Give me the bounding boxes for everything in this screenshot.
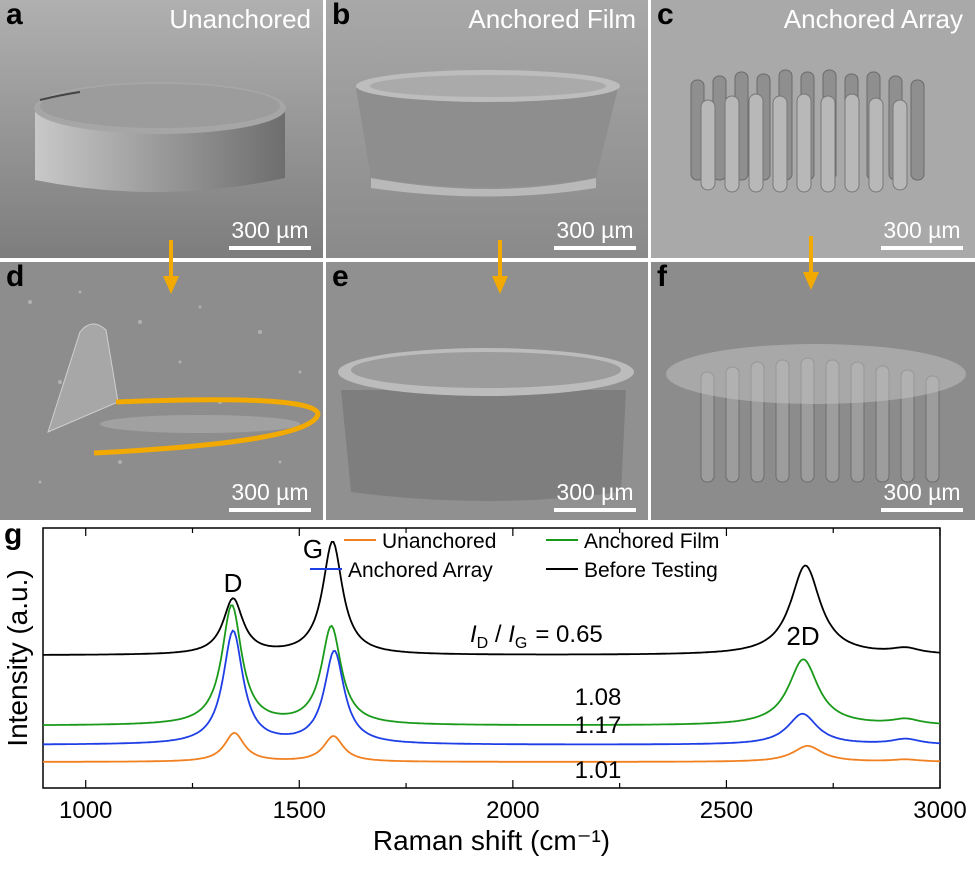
series-line-anchored-film	[43, 604, 941, 726]
sem-image-anchored-array-after	[651, 262, 975, 520]
scale-label-b: 300 µm	[556, 217, 634, 243]
scale-line-c	[881, 246, 963, 250]
scale-line-a	[229, 246, 311, 250]
sem-panel-a: a Unanchored 300 µm	[0, 0, 323, 258]
scale-bar-e: 300 µm	[554, 479, 636, 512]
plot-frame	[42, 527, 941, 789]
scale-label-a: 300 µm	[231, 217, 309, 243]
panel-label-g: g	[4, 518, 23, 551]
ratio-label: 1.01	[575, 757, 622, 784]
x-tick-label: 2000	[486, 797, 539, 824]
panel-title-c: Anchored Array	[783, 4, 963, 34]
outline-ring	[93, 397, 321, 456]
sem-image-anchored-array	[651, 0, 975, 258]
series-line-unanchored	[43, 731, 941, 763]
sem-panel-f: f 300 µm	[651, 262, 975, 520]
x-tick-label: 2500	[700, 797, 753, 824]
peak-label-d: D	[224, 568, 243, 598]
series-line-anchored-array	[43, 629, 941, 746]
legend-label: Unanchored	[382, 530, 496, 553]
x-tick-label: 1000	[59, 797, 112, 824]
sem-panel-d: d 300 µm	[0, 262, 323, 520]
scale-line-b	[554, 246, 636, 250]
legend-label: Before Testing	[584, 559, 718, 582]
panel-title-a: Unanchored	[169, 4, 311, 34]
arrow-down-a-to-d	[163, 240, 179, 294]
sem-panel-b: b Anchored Film 300 µm	[326, 0, 648, 258]
scale-bar-a: 300 µm	[229, 217, 311, 250]
sem-panel-c: c Anchored Array 300 µm	[651, 0, 975, 258]
x-axis-label: Raman shift (cm⁻¹)	[373, 825, 610, 856]
scale-line-e	[554, 508, 636, 512]
scale-bar-f: 300 µm	[881, 479, 963, 512]
panel-label-e: e	[332, 262, 349, 293]
scale-label-e: 300 µm	[556, 479, 634, 505]
sem-image-anchored-film-after	[326, 262, 648, 520]
scale-label-f: 300 µm	[883, 479, 961, 505]
scale-line-f	[881, 508, 963, 512]
y-axis-label: Intensity (a.u.)	[2, 569, 33, 746]
scale-bar-d: 300 µm	[229, 479, 311, 512]
scale-bar-c: 300 µm	[881, 217, 963, 250]
panel-label-f: f	[657, 262, 667, 293]
ratio-label-id-ig: ID / IG= 0.65	[470, 621, 603, 652]
ratio-label: 1.08	[575, 684, 622, 711]
sem-image-unanchored-after	[0, 262, 323, 520]
panel-label-c: c	[657, 0, 674, 31]
panel-label-d: d	[6, 262, 25, 293]
peak-label-g: G	[303, 534, 323, 564]
panel-title-b: Anchored Film	[468, 4, 636, 34]
arrow-down-b-to-e	[492, 240, 508, 294]
series-line-before-testing	[43, 541, 941, 656]
panel-label-a: a	[6, 0, 23, 31]
arrow-down-c-to-f	[803, 236, 819, 290]
legend-label: Anchored Film	[584, 530, 719, 553]
peak-label-2d: 2D	[786, 621, 819, 651]
panel-label-b: b	[332, 0, 351, 31]
sem-image-anchored-film	[326, 0, 648, 258]
x-tick-label: 1500	[273, 797, 326, 824]
sem-image-unanchored	[0, 0, 323, 258]
sem-panel-e: e 300 µm	[326, 262, 648, 520]
ratio-label: 1.17	[575, 712, 622, 739]
scale-label-d: 300 µm	[231, 479, 309, 505]
legend-label: Anchored Array	[348, 559, 493, 582]
x-tick-label: 3000	[913, 797, 966, 824]
scale-bar-b: 300 µm	[554, 217, 636, 250]
scale-line-d	[229, 508, 311, 512]
scale-label-c: 300 µm	[883, 217, 961, 243]
